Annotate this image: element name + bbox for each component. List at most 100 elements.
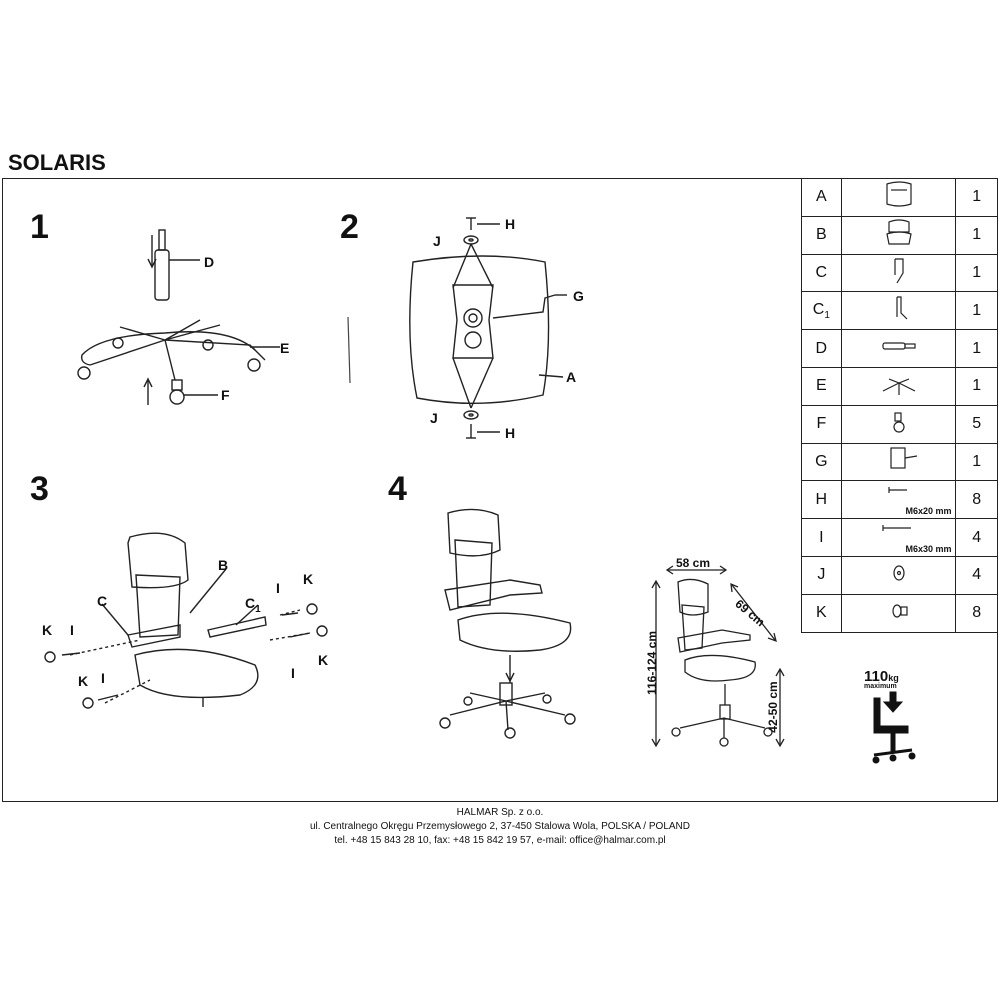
part-image <box>840 178 957 217</box>
part-quantity: 1 <box>955 215 998 255</box>
bolt-long-icon <box>881 525 911 532</box>
load-capacity: 110kg maximum <box>864 668 899 690</box>
step-3-label-i-bottom: I <box>101 670 105 686</box>
step-3-label-i-right: I <box>291 665 295 681</box>
dimension-height: 116-124 cm <box>645 630 659 696</box>
part-image <box>840 555 957 595</box>
part-letter: C <box>801 253 842 293</box>
part-image <box>840 329 957 368</box>
backrest-icon <box>885 181 912 207</box>
step-1-label-e: E <box>280 340 290 356</box>
step-2-label-h-top: H <box>505 216 516 232</box>
castor-icon <box>892 412 905 433</box>
step-1-label-f: F <box>221 387 230 403</box>
parts-row: C1 1 <box>801 291 998 331</box>
step-3-label-k-right: K <box>318 652 329 668</box>
step-4-number: 4 <box>388 470 407 508</box>
part-letter: A <box>801 178 842 217</box>
part-letter: K <box>801 593 842 633</box>
step-2-drawing <box>409 217 567 439</box>
footer: HALMAR Sp. z o.o. ul. Centralnego Okręgu… <box>0 806 1000 848</box>
step-3-number: 3 <box>30 470 49 508</box>
step-3-label-i-top: I <box>276 580 280 596</box>
step-3-label-k-top: K <box>303 571 314 587</box>
footer-contact: tel. +48 15 843 28 10, fax: +48 15 842 1… <box>334 835 666 846</box>
bolt-short-icon <box>887 487 907 494</box>
part-letter: B <box>801 215 842 255</box>
step-3-label-c: C <box>97 593 108 609</box>
product-title: SOLARIS <box>8 150 106 175</box>
step-3-label-b: B <box>218 557 229 573</box>
step-1-number: 1 <box>30 208 49 246</box>
part-letter: J <box>801 555 842 595</box>
capacity-value: 110 <box>864 668 889 685</box>
instruction-frame <box>2 178 998 802</box>
armrest-left-icon <box>893 258 904 284</box>
part-image <box>840 442 957 482</box>
part-quantity: 1 <box>955 291 998 331</box>
part-quantity: 8 <box>955 480 998 520</box>
part-quantity: 1 <box>955 442 998 482</box>
step-3-label-c1: C1 <box>245 595 261 615</box>
gas-lift-icon <box>881 342 916 350</box>
part-quantity: 5 <box>955 404 998 444</box>
part-image <box>840 253 957 293</box>
step-1-drawing <box>77 229 280 405</box>
step-3-label-k-bottom: K <box>78 673 89 689</box>
step-4-drawing <box>439 508 576 739</box>
part-quantity: 1 <box>955 178 998 217</box>
part-image <box>840 215 957 255</box>
part-letter: I <box>801 518 842 557</box>
capacity-unit: kg <box>888 673 899 683</box>
part-letter: F <box>801 404 842 444</box>
part-spec: M6x30 mm <box>905 543 952 554</box>
capacity-note: maximum <box>864 683 897 690</box>
part-quantity: 8 <box>955 593 998 633</box>
part-letter: D <box>801 329 842 368</box>
step-3-drawing <box>44 532 328 709</box>
part-image <box>840 366 957 406</box>
part-image <box>840 291 957 331</box>
mechanism-icon <box>889 447 917 470</box>
washer-icon <box>892 565 905 581</box>
step-2-label-g: G <box>573 288 584 304</box>
part-image: M6x30 mm <box>840 518 957 557</box>
armrest-right-icon <box>895 296 907 320</box>
step-3-label-i-left: I <box>70 622 74 638</box>
cap-nut-icon <box>891 604 908 618</box>
footer-address: ul. Centralnego Okręgu Przemysłowego 2, … <box>309 821 690 832</box>
part-letter: E <box>801 366 842 406</box>
dimension-width: 58 cm <box>676 556 711 570</box>
part-quantity: 1 <box>955 253 998 293</box>
part-quantity: 1 <box>955 366 998 406</box>
step-2-label-j-bottom: J <box>430 410 438 426</box>
part-letter: G <box>801 442 842 482</box>
dimension-seat-height: 42-50 cm <box>766 681 780 733</box>
step-3-label-k-left: K <box>42 622 53 638</box>
step-1-label-d: D <box>204 254 215 270</box>
part-quantity: 4 <box>955 555 998 595</box>
step-2-label-j-top: J <box>433 233 441 249</box>
part-image: M6x20 mm <box>840 480 957 520</box>
seat-icon <box>885 219 912 245</box>
part-spec: M6x20 mm <box>905 506 952 517</box>
footer-company: HALMAR Sp. z o.o. <box>456 807 544 818</box>
part-letter: C1 <box>801 291 842 331</box>
part-quantity: 1 <box>955 329 998 368</box>
part-image <box>840 593 957 633</box>
step-2-label-a: A <box>566 369 577 385</box>
part-letter: H <box>801 480 842 520</box>
base-icon <box>882 378 915 395</box>
divider-mark <box>347 316 351 384</box>
dimensions-drawing <box>651 565 785 748</box>
